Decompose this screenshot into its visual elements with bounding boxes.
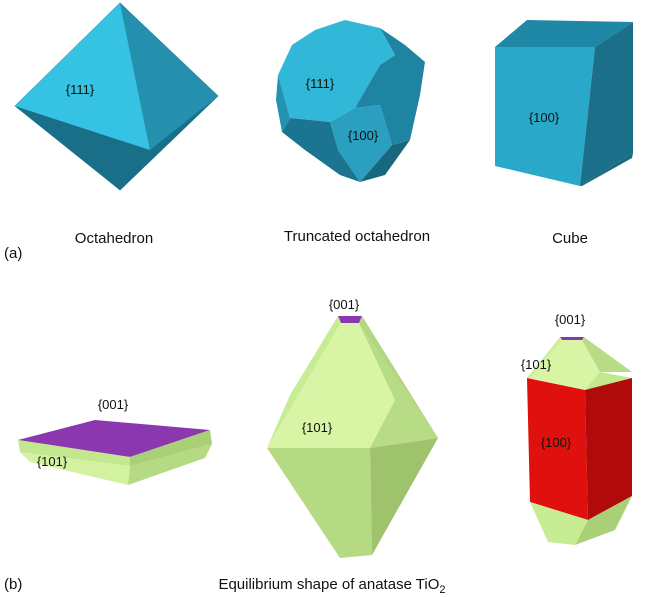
- truncated-octahedron-facet-100: {100}: [347, 128, 379, 143]
- elongated-prism-shape: [527, 337, 632, 545]
- anatase-caption-text: Equilibrium shape of anatase TiO: [218, 576, 440, 593]
- bipyramid-shape: [267, 316, 438, 558]
- plate-facet-101: {101}: [36, 454, 68, 469]
- anatase-caption: Equilibrium shape of anatase TiO2: [218, 576, 445, 596]
- octahedron-caption: Octahedron: [74, 230, 154, 247]
- octahedron-facet-111: {111}: [65, 82, 95, 97]
- anatase-caption-subscript: 2: [439, 584, 446, 596]
- cube-shape: [495, 20, 633, 186]
- panel-label-a: (a): [4, 245, 23, 262]
- plate-facet-001: {001}: [97, 397, 129, 412]
- bipyramid-facet-001: {001}: [328, 297, 360, 312]
- panel-label-b: (b): [4, 576, 23, 593]
- truncated-octahedron-caption: Truncated octahedron: [283, 228, 431, 245]
- prism-facet-100: {100}: [540, 435, 572, 450]
- prism-facet-001: {001}: [554, 312, 586, 327]
- truncated-octahedron-shape: [276, 20, 425, 182]
- flat-plate-shape: [18, 420, 212, 485]
- prism-facet-101: {101}: [520, 357, 552, 372]
- truncated-octahedron-facet-111: {111}: [305, 76, 335, 91]
- octahedron-shape: [14, 2, 219, 191]
- cube-caption: Cube: [552, 230, 588, 247]
- cube-facet-100: {100}: [528, 110, 560, 125]
- bipyramid-facet-101: {101}: [301, 420, 333, 435]
